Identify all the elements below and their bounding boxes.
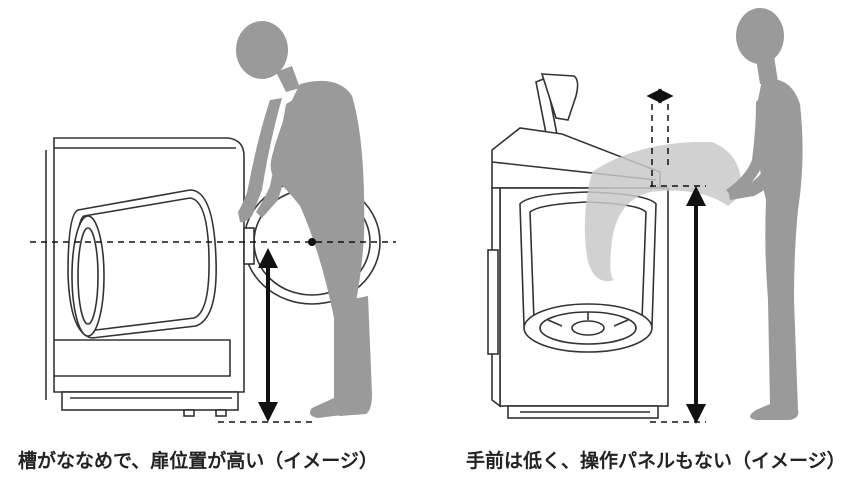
- top-loader-washer: [487, 73, 669, 419]
- tub: [519, 191, 657, 353]
- laundry: [584, 141, 741, 282]
- caption-drum-washer: 槽がななめで、扉位置が高い（イメージ）: [18, 450, 378, 472]
- door-center-dot: [308, 238, 316, 246]
- person-bending: [236, 21, 372, 418]
- tilted-drum: [67, 189, 217, 339]
- illustration-canvas: [30, 8, 803, 424]
- person-standing: [726, 8, 803, 420]
- caption-top-loader: 手前は低く、操作パネルもない（イメージ）: [466, 450, 846, 472]
